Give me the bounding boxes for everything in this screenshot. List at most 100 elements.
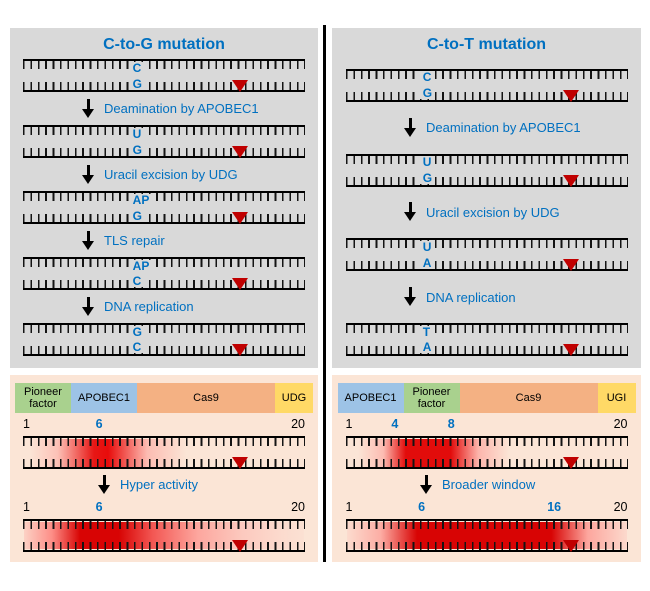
target-site-arrow-icon [232,343,249,356]
base-letter-bottom: G [130,143,145,156]
scale-mark: 16 [547,499,562,514]
scale-mark: 6 [95,499,103,514]
target-site-arrow-icon [563,89,580,102]
position-scale: 1 6 20 [23,417,305,432]
target-site-arrow-icon [232,539,249,552]
target-site-arrow-icon [232,457,249,470]
dna-strand-bottom [345,345,628,356]
scale-mark: 4 [391,417,399,432]
pathway-step: DNA replication [404,286,516,308]
base-letter-bottom: C [130,275,144,288]
construct-domain-cas9: Cas9 [459,383,598,413]
dna-strand-top [345,238,628,249]
scale-mark: 6 [418,499,426,514]
base-letter-bottom: G [130,209,145,222]
base-letter-bottom: A [420,341,434,354]
scale-start: 1 [345,499,353,514]
dna-ladder: C G [23,59,305,93]
dna-ladder: C G [345,68,628,102]
page-title-c-to-g: C-to-G mutation [103,36,225,53]
scale-end: 20 [613,499,628,514]
dna-strand-bottom [345,459,628,470]
target-site-arrow-icon [563,259,580,272]
step-label: DNA replication [426,289,516,305]
dna-strand-top [23,436,305,447]
dna-strand-bottom [23,214,305,225]
down-arrow-icon [404,202,417,222]
step-label: TLS repair [104,233,165,249]
pathway-step: Uracil excision by UDG [82,164,238,186]
target-site-arrow-icon [563,457,580,470]
dna-strand-bottom [23,459,305,470]
panel-c-to-t-pathway: C-to-T mutation C G Deamination by APOBE… [332,28,641,368]
dna-strand-bottom [345,91,628,102]
dna-ladder: G C [23,322,305,356]
construct-domain-apobec1: APOBEC1 [337,383,404,413]
dna-strand-top [345,322,628,333]
step-label: DNA replication [104,299,194,314]
base-letter-top: T [420,325,433,338]
editor-construct: APOBEC1 Pioneer factor Cas9 UGI [337,383,636,413]
panel-c-to-g-editor: Pioneer factor APOBEC1 Cas9 UDG 1 6 20 H… [10,375,318,562]
step-label: Deamination by APOBEC1 [426,120,581,136]
down-arrow-icon [82,98,95,119]
down-arrow-icon [404,117,417,138]
base-letter-top: C [420,71,434,84]
base-letter-bottom: G [130,77,145,90]
step-label: Broader window [442,477,536,493]
dna-ladder: T A [345,322,628,356]
base-letter-bottom: A [420,256,434,269]
step-label: Hyper activity [120,477,199,493]
scale-end: 20 [613,417,628,432]
target-site-arrow-icon [563,539,580,552]
scale-mark: 8 [447,417,455,432]
base-letter-top: AP [130,193,152,206]
dna-strand-top [23,59,305,70]
base-letter-top: U [420,156,434,169]
dna-strand-top [23,191,305,202]
pathway-step: TLS repair [82,230,165,252]
dna-strand-top [23,257,305,268]
base-letter-bottom: G [420,171,435,184]
dna-ladder: AP C [23,257,305,291]
base-letter-top: AP [130,259,152,272]
dna-ladder: U G [23,125,305,159]
dna-strand-bottom [23,148,305,159]
base-letter-top: U [420,240,434,253]
construct-domain-udg: UDG [275,383,313,413]
dna-strand-top [23,322,305,333]
pathway-step: Hyper activity [98,474,198,496]
down-arrow-icon [404,287,417,307]
base-letter-top: C [130,62,144,75]
dna-strand-bottom [23,541,305,552]
target-site-arrow-icon [232,212,249,225]
step-label: Uracil excision by UDG [104,167,238,183]
down-arrow-icon [420,474,433,495]
down-arrow-icon [82,164,95,185]
panel-c-to-g-pathway: C-to-G mutation C G Deamination by APOBE… [10,28,318,368]
construct-domain-pioneer-factor: Pioneer factor [15,383,71,413]
position-scale: 1 6 20 [23,500,305,515]
pathway-step: Deamination by APOBEC1 [404,117,581,139]
panel-c-to-t-editor: APOBEC1 Pioneer factor Cas9 UGI 1 4 8 20… [332,375,641,562]
target-site-arrow-icon [232,80,249,93]
target-site-arrow-icon [563,174,580,187]
pathway-step: Broader window [420,474,535,496]
dna-strand-bottom [23,280,305,291]
construct-domain-pioneer-factor: Pioneer factor [403,383,460,413]
dna-strand-top [23,518,305,529]
scale-start: 1 [345,417,353,432]
dna-ladder: AP G [23,191,305,225]
down-arrow-icon [98,474,111,495]
dna-ladder-editing-window [345,436,628,470]
page-title-c-to-t: C-to-T mutation [426,36,547,53]
dna-strand-top [345,518,628,529]
target-site-arrow-icon [232,278,249,291]
editor-construct: Pioneer factor APOBEC1 Cas9 UDG [15,383,313,413]
dna-strand-top [345,436,628,447]
dna-ladder-editing-window [23,436,305,470]
base-letter-bottom: G [420,87,435,100]
down-arrow-icon [82,296,95,317]
target-site-arrow-icon [232,146,249,159]
